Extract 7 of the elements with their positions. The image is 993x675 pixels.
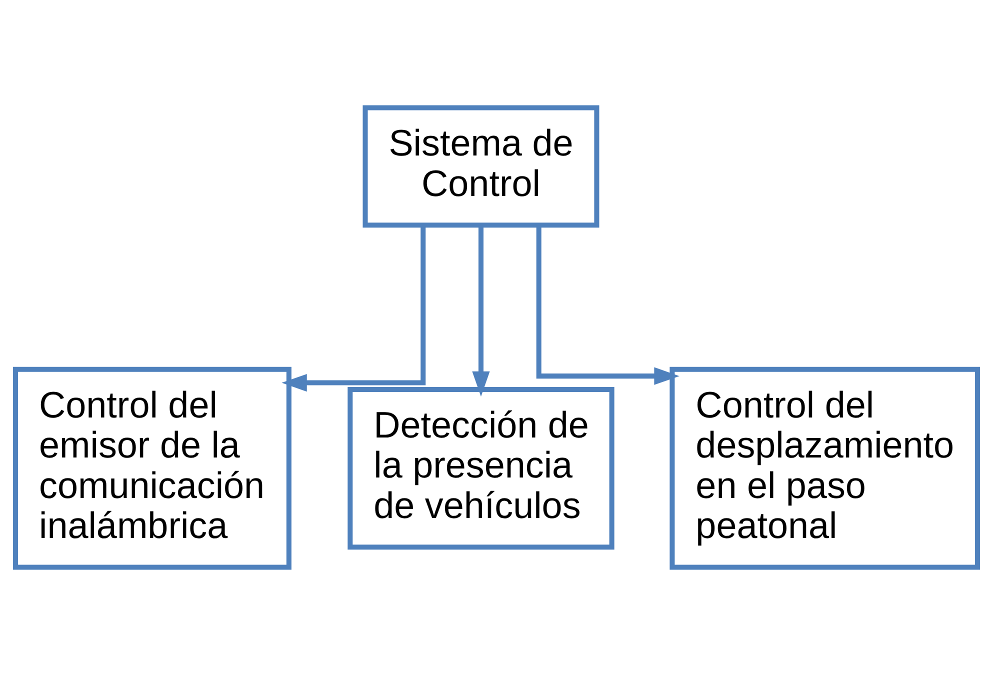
node-box: Sistema de Control <box>362 105 600 228</box>
arrow <box>472 225 490 397</box>
node-box: Detección de la presencia de vehículos <box>348 386 614 550</box>
arrow <box>536 225 680 385</box>
arrow <box>282 226 426 392</box>
node-box: Control del emisor de la comunicación inalámbrica <box>13 366 292 570</box>
node-box: Control del desplazamiento en el paso peatonal <box>670 366 980 570</box>
